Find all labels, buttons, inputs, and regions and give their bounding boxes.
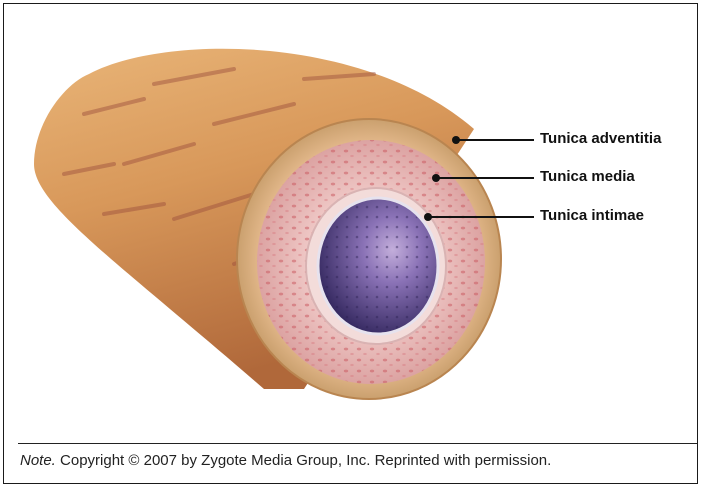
note-divider [18, 443, 697, 444]
label-tunica-media: Tunica media [540, 168, 635, 185]
label-tunica-intimae: Tunica intimae [540, 207, 644, 224]
note-prefix: Note. [20, 452, 56, 469]
label-tunica-adventitia: Tunica adventitia [540, 130, 661, 147]
figure-frame: Tunica adventitia Tunica media Tunica in… [3, 3, 698, 484]
pointer-dot-adventitia [452, 136, 460, 144]
pointer-dot-media [432, 174, 440, 182]
pointer-dot-intimae [424, 213, 432, 221]
note-text: Copyright © 2007 by Zygote Media Group, … [56, 452, 551, 469]
figure-note: Note. Copyright © 2007 by Zygote Media G… [20, 452, 551, 469]
